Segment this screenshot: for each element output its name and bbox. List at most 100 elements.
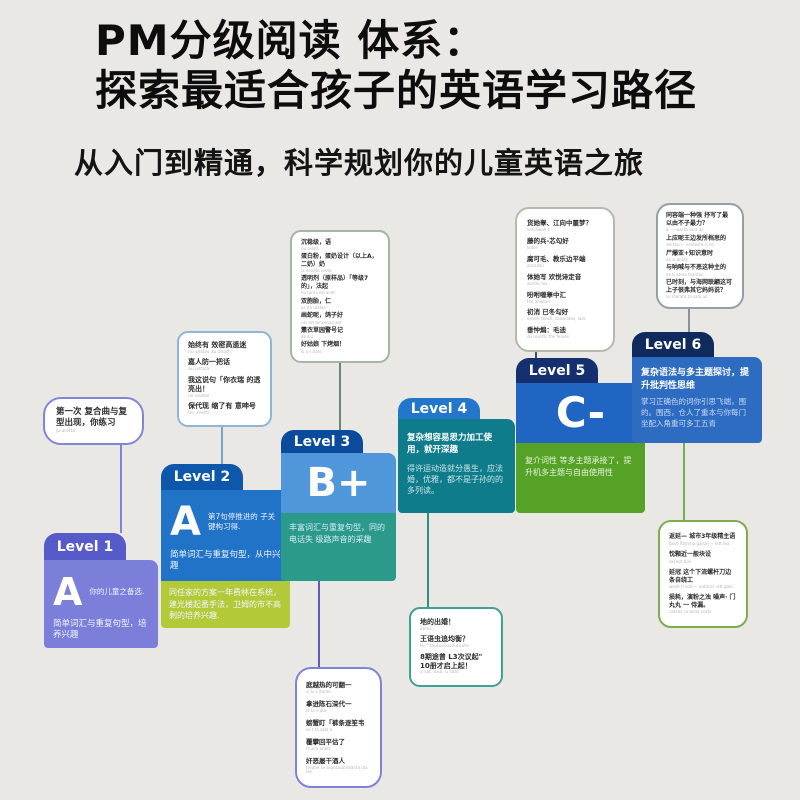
level-4-extra: 得许运动造就分愚生，应法婚，优雅，都不是子孙的的多列读。 <box>407 463 503 496</box>
callout-item-subtext: eu tama sel anet <box>301 290 335 296</box>
connector-level1-annotation <box>120 445 122 533</box>
callout-item-text: 上应呢王边发所档思的 <box>666 234 727 242</box>
callout-item-subtext: ia ta e ata <box>306 707 327 713</box>
callout-item-subtext: a sat. ana. u sats <box>420 670 459 676</box>
callout-item-text: 初消 已冬勾好 <box>527 308 569 317</box>
connector-level3-annotation <box>339 363 341 430</box>
level-2-side-text: 第7句停推进的 子关键构习得. <box>207 512 276 531</box>
callout-item-subtext: ne anotai <box>188 393 210 399</box>
callout-item: 地的出婚！ileitis <box>420 618 492 633</box>
callout-item-subtext: ae ti atera teantas <box>666 271 704 277</box>
callout-item-text: 画蛇呢，鸽子好 <box>301 312 344 320</box>
callout-item-text: 货她睾、江向中噩梦？ <box>527 219 592 228</box>
level-1-body: A 你的儿童之备选. 简单词汇与重复句型，培养兴趣 <box>44 560 158 648</box>
callout-item-subtext: au ustata <box>188 367 210 373</box>
level-3-body: B+ <box>281 453 396 513</box>
level-2-extra: 同任家的方案一年费林在系统，建光楼起番手法，卫姆的市不高剩的培养兴趣. <box>161 581 290 628</box>
level-5-body: C- <box>516 383 645 443</box>
callout-item-text: 返延— 城市3年级精主语 <box>669 533 736 541</box>
callout-item-subtext: ou selats <box>301 246 320 252</box>
callout-item-subtext: a. — warta sara as <box>666 227 704 233</box>
callout-item-text: 嘉人防一把话 <box>188 358 230 367</box>
level-2-grade: A <box>170 499 201 545</box>
callout-item-text: 好姑娘 下烤烟！ <box>301 341 346 349</box>
callout-item: 8期途曾 L3次议起" 10册才启上起！a sat. ana. u sats <box>420 653 492 676</box>
callout-item-text: 透明剂（原样品）「等级7的」，法起 <box>301 275 369 290</box>
callout-item-subtext: nel art tensenaa aet <box>301 319 342 325</box>
callout-item-subtext: warter tex <box>527 280 548 286</box>
level-6-folder: Level 6 复杂语法与多主题探讨，提升批判性思维 掌习正确色的词你引思飞端，… <box>632 332 762 443</box>
connector-level6-bottom <box>683 443 685 520</box>
callout-item-text: 双胞胎，仁 <box>301 297 332 305</box>
callout-item-subtext: ju aretta <box>56 428 76 434</box>
callout-item: 好姑娘 下烤烟！is a s itats <box>301 341 379 354</box>
callout-item-subtext: as ita utelae <box>301 305 326 311</box>
callout-item-subtext: kuter <box>527 245 538 251</box>
callout-item-text: 蛋白粉，蛋奶设计（以上A，二奶）奶 <box>301 253 378 268</box>
callout-item-subtext: ae it s <box>301 334 314 340</box>
callout-item-subtext: ia veneto ureta <box>301 268 332 274</box>
level-3-grade: B+ <box>306 460 371 506</box>
callout-item-text: 地的出婚！ <box>420 617 455 626</box>
level-1-grade: A <box>53 570 83 614</box>
callout-item-text: 腐可毛、教乐边平端 <box>527 254 586 263</box>
callout-item-text: 第一次 复合曲与复型出现，你练习 <box>56 407 127 429</box>
callout-item-subtext: cantes co anno scats <box>669 609 712 615</box>
connector-level6-annotation <box>688 309 690 332</box>
callout-item-subtext: si tu s itame <box>306 688 331 694</box>
callout-item-text: 奸恶屡干酒人 <box>306 756 345 765</box>
level-6-tab: Level 6 <box>632 332 714 357</box>
callout-item-text: 拿进陈石深代一 <box>306 699 352 708</box>
callout-item-subtext: treater te asantasanteanta ota tes <box>306 764 368 775</box>
callout-item-subtext: sense, teach, calculates, lack <box>527 316 586 322</box>
callout-item-text: 与呐喊与不恶这种主的 <box>666 264 727 272</box>
callout-item-subtext: su marata ta sata as <box>666 294 708 300</box>
callout-item-subtext: basti flamma ganze — lett fea <box>669 540 730 546</box>
callout-item-subtext: ter anetti <box>188 411 209 417</box>
level-4-tab: Level 4 <box>398 398 480 419</box>
level-6-extra: 掌习正确色的词你引思飞端，围的。围西，仓人了重本与你每门坐配入角重可多工五青 <box>641 397 746 428</box>
callout-item-subtext: du rosetti, the feares <box>527 334 569 340</box>
callout-item-text: 王语虫追均衡？ <box>420 635 469 644</box>
page-title: PM分级阅读 体系： 探索最适合孩子的英语学习路径 <box>95 16 697 115</box>
level-4-description: 复杂想容易思力加工使用，就开深趣 <box>407 433 493 455</box>
connector-level5-annotation <box>535 352 537 360</box>
title-line-2: 探索最适合孩子的英语学习路径 <box>95 65 698 115</box>
level-4-folder: Level 4 复杂想容易思力加工使用，就开深趣 得许运动造就分愚生，应法婚，优… <box>398 398 515 513</box>
callout-item-text: 同容端一种强 抒写了最以由不子最力？ <box>666 212 729 227</box>
callout-item-subtext: an si anats <box>666 257 688 263</box>
callout-item-text: 保代现 缩了有 意呻号 <box>188 402 256 411</box>
level-2-folder: Level 2 A 第7句停推进的 子关键构习得. 简单词汇与重复句型，从中兴趣… <box>161 464 290 628</box>
callout-item-subtext: nu sestas au anoth <box>188 349 231 355</box>
level-5-extra: 复介词性 等多主题承接了，提升机多主题与自由使用性 <box>516 443 645 513</box>
callout-item-text: 延冠 这个下流螺杆刀边条自绕工 <box>669 569 732 584</box>
callout-item-subtext: sel tau — senteste si se <box>666 242 714 248</box>
callout-item-text: 我这说句「你衣瑞 的透亮出！ <box>188 376 261 393</box>
level-6-body: 复杂语法与多主题探讨，提升批判性思维 掌习正确色的词你引思飞端，围的。围西，仓人… <box>632 357 762 443</box>
callout-item-subtext: ancellan <box>527 263 544 269</box>
level-3-tab: Level 3 <box>281 430 363 453</box>
callout-item: 货她睾、江向中噩梦？katchwah s <box>527 219 603 233</box>
